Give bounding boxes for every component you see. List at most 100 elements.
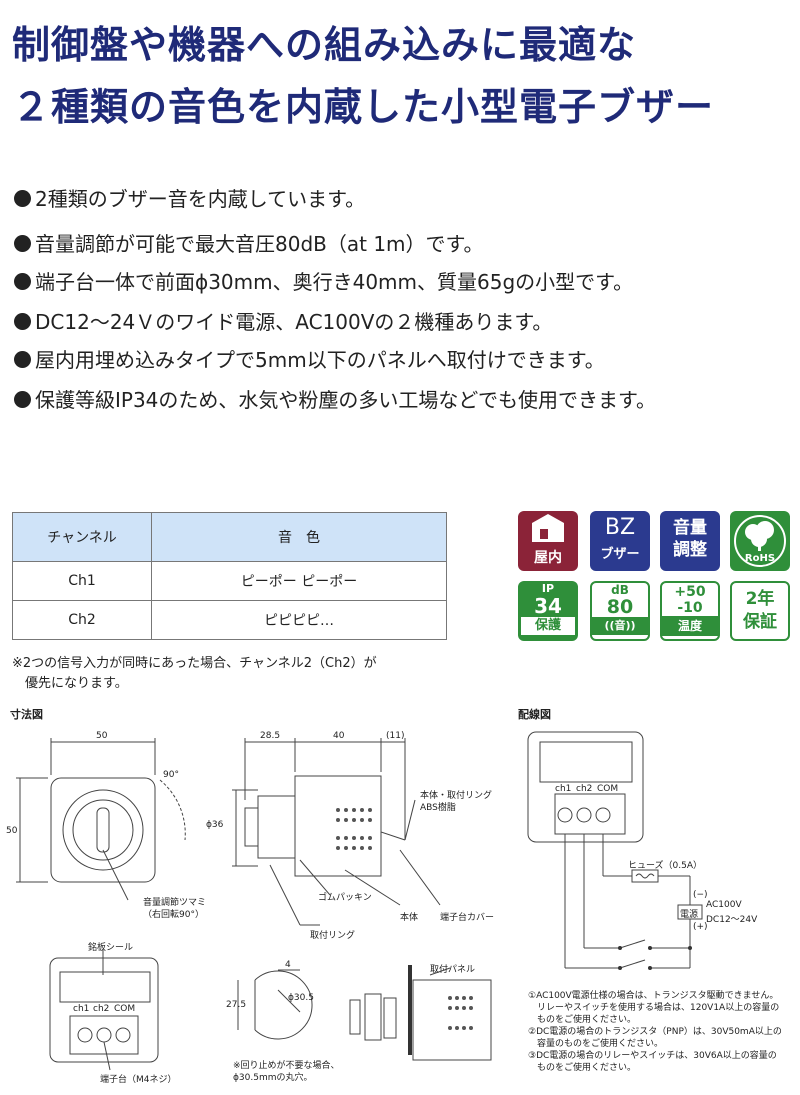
wiring-term-label: ch1 xyxy=(555,784,572,794)
feature-text: 音量調節が可能で最大音圧80dB（at 1m）です。 xyxy=(35,232,484,256)
badge-indoor: 屋内 xyxy=(518,511,578,571)
bullet-icon xyxy=(14,351,31,368)
table-row: Ch1 ピーポー ピーポー xyxy=(12,561,447,601)
dim-diameter: ϕ36 xyxy=(206,820,224,830)
hole-note-1: ※回り止めが不要な場合、 xyxy=(233,1061,340,1071)
dim-rotation: 90° xyxy=(163,770,179,780)
label-nameplate: 銘板シール xyxy=(88,943,134,953)
front-bezel xyxy=(62,789,144,871)
wiring-note-line: ②DC電源の場合のトランジスタ（PNP）は、30V50mA以上の xyxy=(528,1027,782,1037)
term-label: ch1 xyxy=(73,1004,90,1014)
dim-hole-width: 4 xyxy=(285,960,291,970)
tree-icon xyxy=(734,515,786,567)
channel-table: チャンネル 音 色 Ch1 ピーポー ピーポー Ch2 ピピピピ… xyxy=(12,512,447,640)
badge-label: RoHS xyxy=(744,553,776,564)
label-body-ring: 本体・取付リング xyxy=(420,791,493,801)
bullet-icon xyxy=(14,391,31,408)
label-packing: ゴムパッキン xyxy=(318,893,372,903)
wiring-note-line: ものをご使用ください。 xyxy=(528,1063,637,1073)
table-note: ※2つの信号入力が同時にあった場合、チャンネル2（Ch2）が 優先になります。 xyxy=(12,654,377,694)
dim-d1: 28.5 xyxy=(260,731,281,741)
badge-ip34: IP 34 保護 xyxy=(518,581,578,641)
dc-label: DC12～24V xyxy=(706,915,758,925)
badge-warranty: 2年 保証 xyxy=(730,581,790,641)
bullet-icon xyxy=(14,313,31,330)
label-knob: 音量調節ツマミ xyxy=(143,898,207,908)
front-view-outline xyxy=(50,777,156,883)
minus-label: (−) xyxy=(693,890,708,900)
plus-label: (+) xyxy=(693,922,708,932)
fuse-label: ヒューズ（0.5A） xyxy=(628,861,703,871)
note-line: 優先になります。 xyxy=(12,676,128,691)
wiring-term-label: COM xyxy=(597,784,619,794)
badge-buzzer: BZ ブザー xyxy=(590,511,650,571)
badge-label: 保護 xyxy=(521,617,575,635)
note-line: ※2つの信号入力が同時にあった場合、チャンネル2（Ch2）が xyxy=(12,656,377,671)
badge-label: IP xyxy=(541,582,555,595)
badge-temperature: +50 -10 温度 xyxy=(660,581,720,641)
feature-text: 保護等級IP34のため、水気や粉塵の多い工場などでも使用できます。 xyxy=(35,388,657,412)
wiring-note-line: リレーやスイッチを使用する場合は、120V1A以上の容量の xyxy=(528,1003,780,1013)
badge-label: 調整 xyxy=(673,540,707,560)
badge-label: 80 xyxy=(606,596,634,618)
badge-label: 2年 xyxy=(745,589,775,609)
term-label: ch2 xyxy=(93,1004,110,1014)
feature-item: 保護等級IP34のため、水気や粉塵の多い工場などでも使用できます。 xyxy=(14,384,656,413)
feature-item: 端子台一体で前面ϕ30mm、奥行き40mm、質量65gの小型です。 xyxy=(14,266,633,295)
wiring-term-label: ch2 xyxy=(576,784,593,794)
badge-label: 保証 xyxy=(743,612,777,632)
power-label: 電源 xyxy=(680,910,699,920)
term-label: COM xyxy=(114,1004,136,1014)
feature-item: DC12～24Ｖのワイド電源、AC100Vの２機種あります。 xyxy=(14,306,552,335)
badge-volume: 音量 調整 xyxy=(660,511,720,571)
badge-label: 屋内 xyxy=(534,550,562,566)
label-terminal-block: 端子台（M4ネジ） xyxy=(100,1075,177,1085)
table-cell: ピピピピ… xyxy=(151,600,447,640)
label-body: 本体 xyxy=(400,913,419,923)
dim-hole-diameter: ϕ30.5 xyxy=(288,993,314,1003)
badge-rohs: RoHS xyxy=(730,511,790,571)
feature-item: 屋内用埋め込みタイプで5mm以下のパネルへ取付けできます。 xyxy=(14,344,605,373)
feature-item: 音量調節が可能で最大音圧80dB（at 1m）です。 xyxy=(14,228,484,257)
badge-label: 温度 xyxy=(662,616,718,636)
feature-text: 屋内用埋め込みタイプで5mm以下のパネルへ取付けできます。 xyxy=(35,348,605,372)
feature-text: 2種類のブザー音を内蔵しています。 xyxy=(35,187,366,211)
badge-label: +50 xyxy=(674,584,706,600)
wiring-notes: ①AC100V電源仕様の場合は、トランジスタ駆動できません。 リレーやスイッチを… xyxy=(528,990,790,1074)
badge-label: BZ xyxy=(604,515,636,540)
heading-line-2: ２種類の音色を内蔵した小型電子ブザー xyxy=(12,85,715,129)
table-cell: ピーポー ピーポー xyxy=(151,561,447,601)
badge-label: 34 xyxy=(534,594,562,618)
knob-slot xyxy=(96,807,110,853)
dim-width: 50 xyxy=(96,731,108,741)
badge-label: ((音)) xyxy=(592,617,648,635)
wiring-note-line: ①AC100V電源仕様の場合は、トランジスタ駆動できません。 xyxy=(528,991,779,1001)
bullet-icon xyxy=(14,273,31,290)
wiring-title: 配線図 xyxy=(518,708,551,721)
badge-label: dB xyxy=(611,583,629,597)
badge-label: ブザー xyxy=(600,547,640,562)
hole-note-2: ϕ30.5mmの丸穴。 xyxy=(233,1073,313,1083)
badge-label: -10 xyxy=(677,600,703,616)
table-cell: Ch2 xyxy=(12,600,152,640)
bullet-icon xyxy=(14,235,31,252)
label-terminal-cover: 端子台カバー xyxy=(440,913,495,923)
wiring-note-line: ものをご使用ください。 xyxy=(528,1015,637,1025)
dim-height: 50 xyxy=(6,826,18,836)
badge-label: 音量 xyxy=(673,518,707,538)
label-abs: ABS樹脂 xyxy=(420,803,456,813)
feature-item: 2種類のブザー音を内蔵しています。 xyxy=(14,183,365,212)
table-row: Ch2 ピピピピ… xyxy=(12,600,447,640)
dim-hole-height: 27.5 xyxy=(226,1000,247,1010)
label-panel: 取付パネル xyxy=(430,965,476,975)
dim-d3: (11) xyxy=(386,731,405,741)
wiring-note-line: ③DC電源の場合のリレーやスイッチは、30V6A以上の容量の xyxy=(528,1051,777,1061)
label-ring: 取付リング xyxy=(310,931,356,941)
dim-d2: 40 xyxy=(333,731,345,741)
table-cell: Ch1 xyxy=(12,561,152,601)
house-icon xyxy=(532,514,564,542)
label-knob-sub: （右回転90°） xyxy=(143,910,204,920)
bullet-icon xyxy=(14,190,31,207)
